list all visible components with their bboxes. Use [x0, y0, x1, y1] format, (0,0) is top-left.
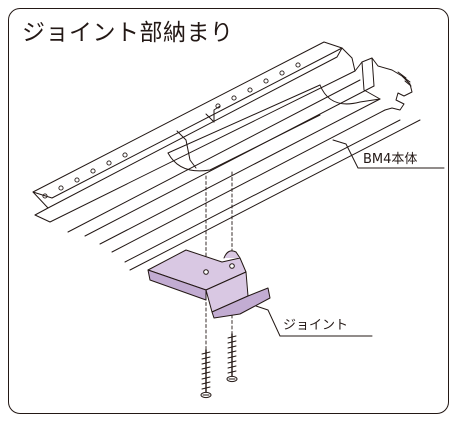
joint-piece — [147, 249, 271, 319]
rail-hole — [58, 185, 64, 191]
diagram-title: ジョイント部納まり — [22, 20, 234, 46]
leader-joint — [255, 305, 373, 337]
rail-hole — [90, 168, 96, 174]
joint-screw-hole — [203, 269, 209, 275]
screw-thread — [227, 335, 237, 374]
rail-end-hatch-3 — [404, 80, 412, 87]
rail-edge-1 — [34, 207, 49, 216]
bm4-rail-body — [32, 41, 421, 271]
rail-channel-floor — [167, 114, 321, 172]
callout-bm4-body: BM4本体 — [363, 152, 418, 167]
rail-end-hatch-2 — [401, 75, 411, 83]
diagram-panel — [8, 8, 449, 414]
rail-edge-4 — [84, 85, 375, 237]
rail-end-profile — [354, 57, 413, 111]
rail-hole — [215, 103, 221, 109]
rail-hole — [231, 95, 237, 101]
rail-hole — [247, 87, 253, 93]
rail-hole — [122, 152, 128, 158]
rail-edge-8 — [129, 119, 421, 271]
rail-hole — [74, 177, 80, 183]
rail-end-hatch-1 — [397, 71, 407, 79]
rail-edge-2 — [34, 70, 356, 223]
rail-end-wall-2 — [371, 57, 375, 87]
rail-hole — [279, 70, 285, 76]
rail-edge-7 — [124, 119, 401, 263]
rail-hole — [42, 193, 48, 199]
rail-channel-lip — [167, 84, 321, 154]
rail-joint-seam-2 — [205, 113, 215, 123]
rail-hole — [295, 62, 301, 68]
callout-joint: ジョイント — [283, 318, 349, 333]
rail-hole — [263, 78, 269, 84]
joint-screw-hole — [229, 263, 235, 269]
screw-left — [200, 349, 212, 399]
rail-end-wall — [361, 61, 381, 100]
rail-edge-3 — [67, 79, 361, 233]
rail-channel-curve — [319, 84, 381, 105]
rail-edge-5 — [99, 98, 381, 245]
rail-flange-edge — [32, 191, 49, 209]
rail-joint-seam — [176, 130, 197, 169]
rail-seam-step — [213, 105, 221, 123]
joint-curl — [223, 250, 241, 259]
screw-thread — [201, 351, 211, 390]
rail-top-flange-inner — [47, 47, 343, 209]
rail-channel-back — [341, 47, 356, 72]
joint-front-face — [147, 269, 207, 301]
rail-edge-6 — [111, 109, 386, 253]
rail-holes — [42, 62, 301, 199]
leader-bm4 — [332, 139, 445, 169]
screw-right — [226, 333, 238, 383]
joint-right-flange — [211, 287, 271, 319]
rail-hole — [106, 160, 112, 166]
